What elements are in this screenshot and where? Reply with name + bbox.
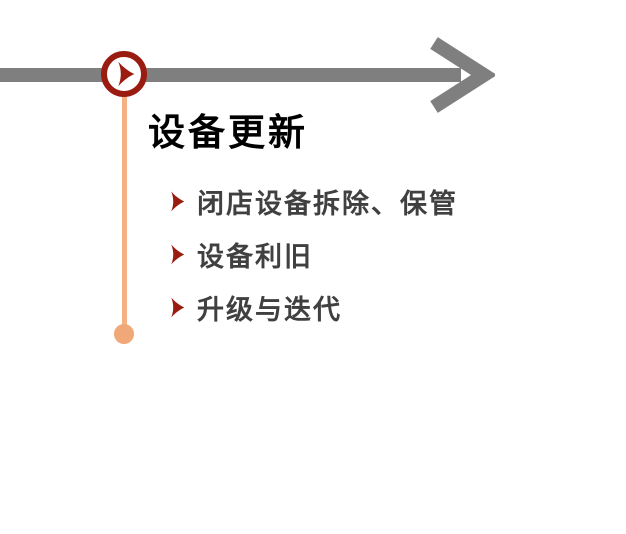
bullet-label: 闭店设备拆除、保管 bbox=[197, 188, 458, 219]
list-item: 闭店设备拆除、保管 bbox=[170, 186, 458, 219]
arrow-right-icon bbox=[430, 37, 495, 113]
bullet-list: 闭店设备拆除、保管 设备利旧 升级与迭代 bbox=[170, 186, 458, 325]
list-item: 升级与迭代 bbox=[170, 292, 458, 325]
list-item: 设备利旧 bbox=[170, 239, 458, 272]
timeline-node bbox=[101, 51, 147, 97]
timeline-end-dot bbox=[114, 324, 134, 344]
chevron-right-icon bbox=[118, 61, 135, 87]
timeline-connector bbox=[122, 96, 127, 334]
chevron-right-icon bbox=[171, 297, 185, 317]
bullet-label: 升级与迭代 bbox=[197, 294, 342, 325]
chevron-right-icon bbox=[171, 244, 185, 264]
chevron-right-icon bbox=[171, 191, 185, 211]
section-title: 设备更新 bbox=[148, 112, 308, 153]
timeline-bar bbox=[0, 68, 461, 82]
bullet-label: 设备利旧 bbox=[197, 241, 313, 272]
